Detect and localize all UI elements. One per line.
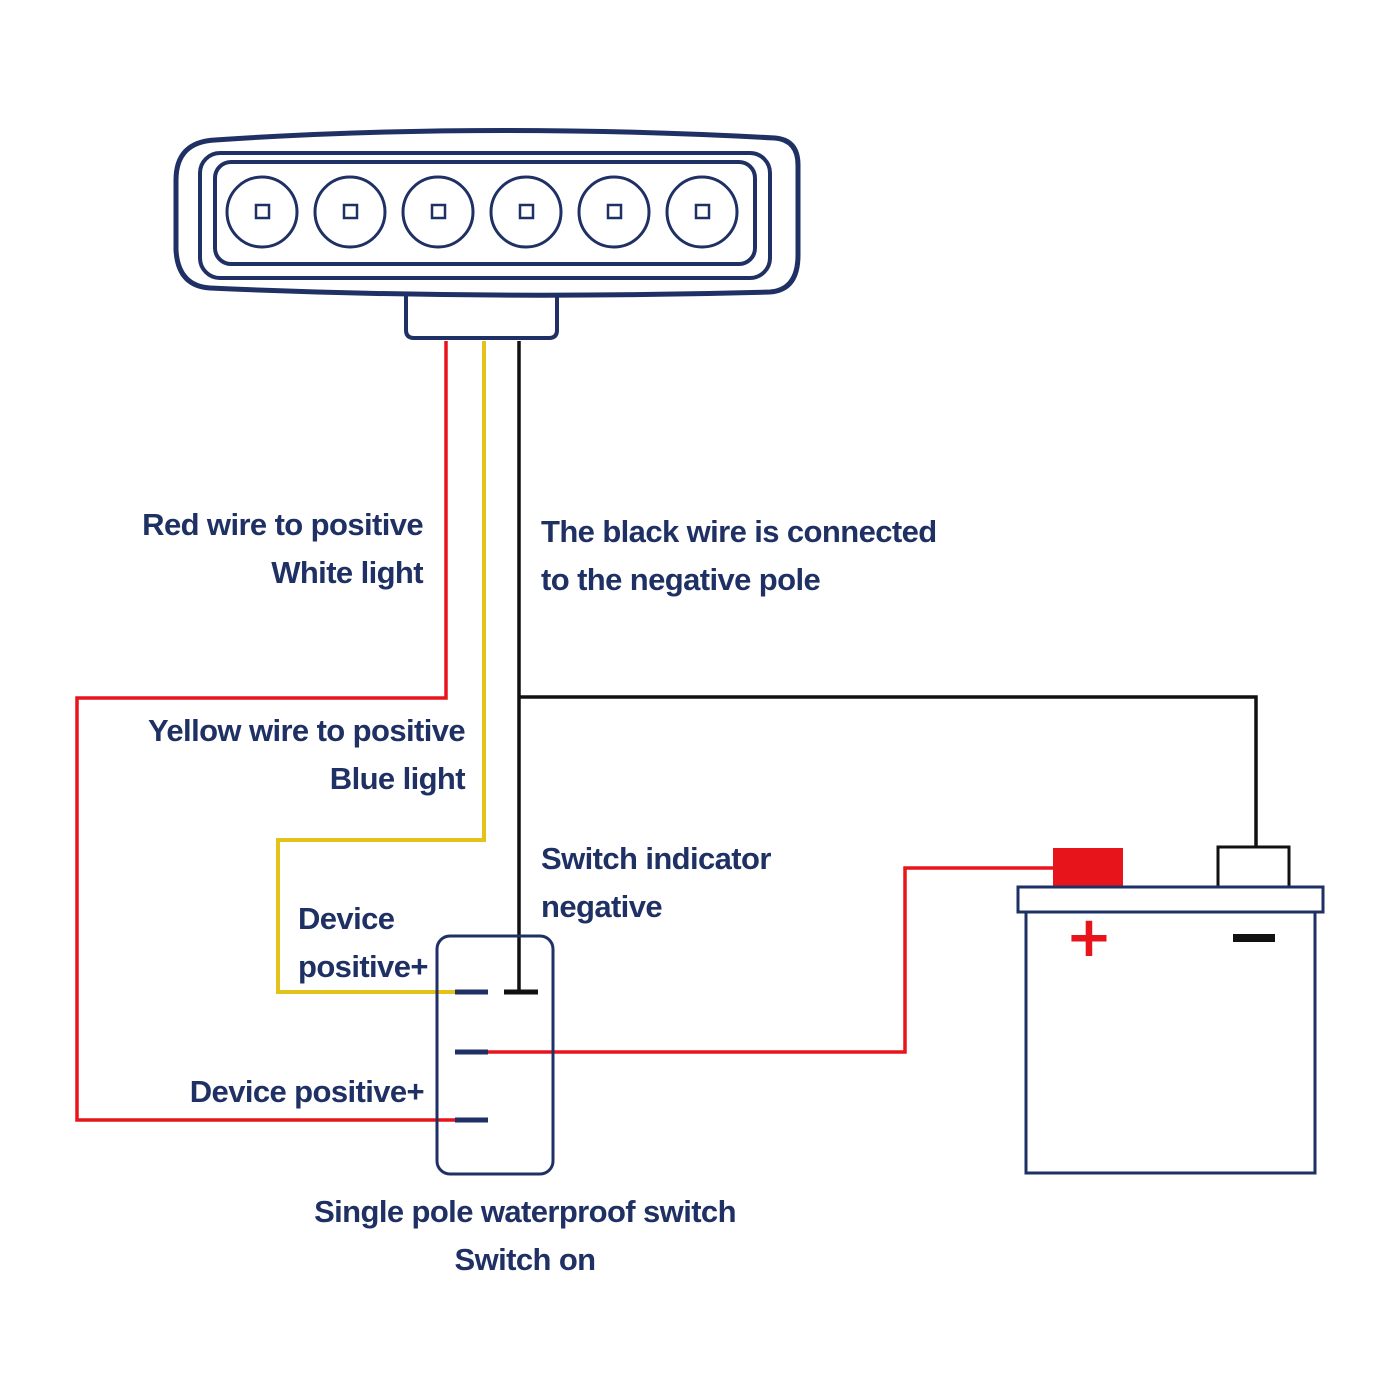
battery-plus-symbol: + <box>1066 905 1113 970</box>
battery-positive-wire <box>455 866 1055 1054</box>
yellow-wire-label: Yellow wire to positive Blue light <box>148 707 466 803</box>
led-2-icon <box>313 175 387 249</box>
battery-minus-symbol <box>1233 934 1275 942</box>
switch-caption-line-1: Single pole waterproof switch <box>314 1194 736 1229</box>
device-positive-top-label-line-2: positive+ <box>298 949 428 985</box>
battery: + <box>1016 845 1325 1175</box>
yellow-wire-label-line-2: Blue light <box>329 761 466 797</box>
led-3-icon <box>401 175 475 249</box>
switch-body <box>435 934 555 1176</box>
switch-indicator-label: Switch indicator negative <box>541 835 771 931</box>
light-bar-outer-housing <box>173 127 801 298</box>
battery-body <box>1024 910 1317 1175</box>
switch-caption: Single pole waterproof switch Switch on <box>275 1188 775 1284</box>
red-wire-label-line-2: White light <box>271 555 423 591</box>
device-positive-top-label: Device positive+ <box>298 895 428 991</box>
light-bar-lens-frame <box>213 160 757 266</box>
led-light-bar <box>173 127 801 340</box>
battery-positive-terminal <box>1053 848 1123 886</box>
red-wire-label: Red wire to positive White light <box>142 501 423 597</box>
battery-lid <box>1016 885 1325 914</box>
rocker-switch <box>435 934 555 1176</box>
light-bar-inner-frame <box>198 151 772 280</box>
switch-indicator-label-line-2: negative <box>541 889 663 925</box>
switch-caption-line-2: Switch on <box>454 1242 597 1278</box>
red-wire <box>75 341 460 1122</box>
battery-negative-terminal <box>1216 845 1291 889</box>
yellow-wire-label-line-1: Yellow wire to positive <box>148 713 466 748</box>
switch-indicator-label-line-1: Switch indicator <box>541 841 771 876</box>
yellow-wire <box>276 341 486 994</box>
black-wire-to-battery <box>519 695 1258 847</box>
device-positive-top-label-line-1: Device <box>298 901 395 936</box>
red-wire-label-line-1: Red wire to positive <box>142 507 423 542</box>
device-positive-bottom-label-text: Device positive+ <box>189 1074 425 1109</box>
led-5-icon <box>577 175 651 249</box>
led-4-icon <box>489 175 563 249</box>
led-6-icon <box>665 175 739 249</box>
black-wire-label: The black wire is connected to the negat… <box>541 508 937 604</box>
led-1-icon <box>225 175 299 249</box>
device-positive-bottom-label: Device positive+ <box>189 1068 425 1116</box>
black-wire-label-line-1: The black wire is connected <box>541 514 937 549</box>
black-wire-label-line-2: to the negative pole <box>541 562 821 598</box>
light-bar-connector <box>404 294 559 340</box>
